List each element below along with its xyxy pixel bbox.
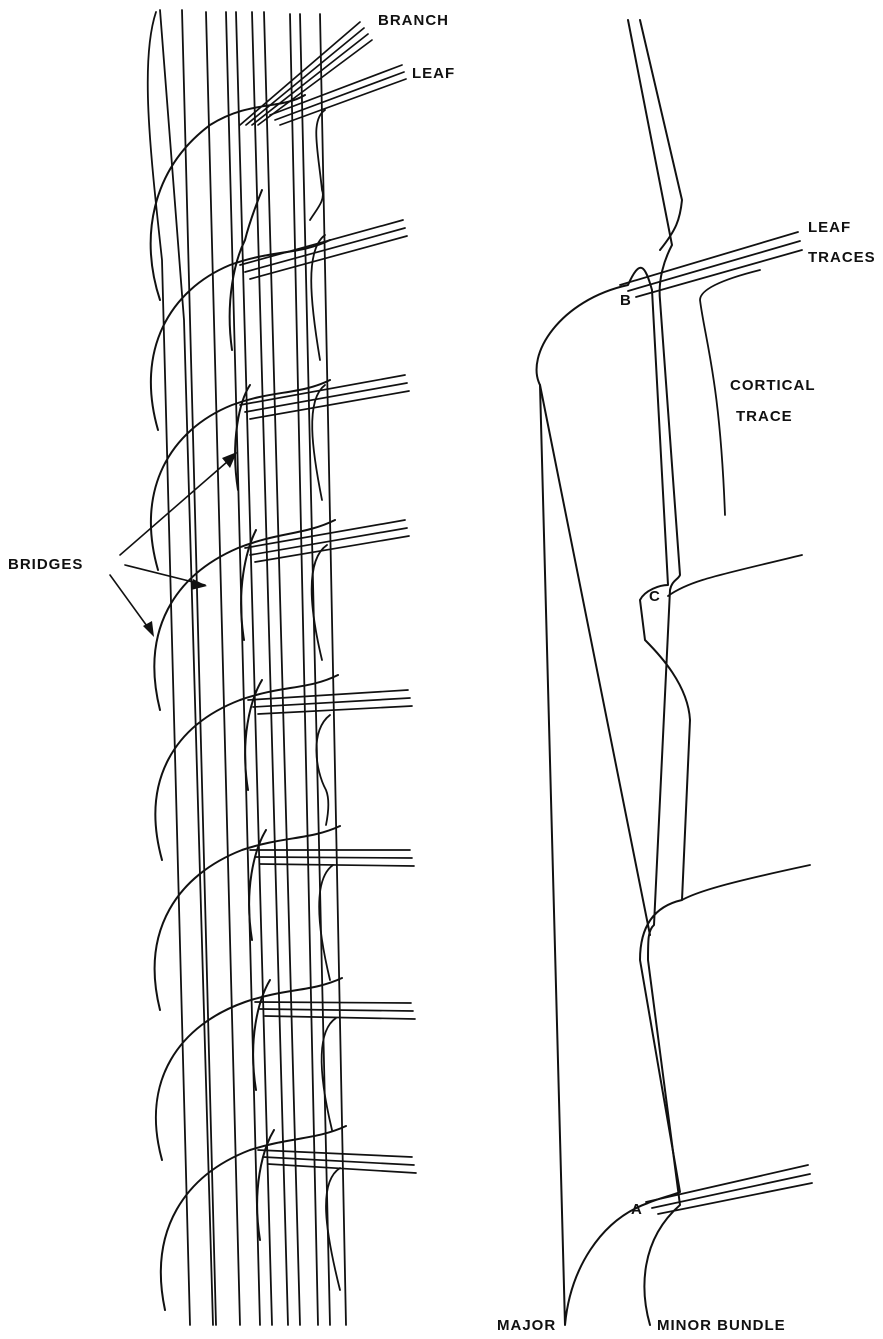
leaf-label: LEAF bbox=[412, 65, 455, 82]
point-a-label: A bbox=[631, 1201, 643, 1218]
minor-bundle-upper bbox=[640, 20, 682, 250]
minor-bundle-label: MINOR BUNDLE bbox=[657, 1317, 786, 1334]
bridges-arrow-line bbox=[110, 575, 152, 633]
vascular-bundles bbox=[148, 10, 346, 1325]
leaf-trace-line bbox=[628, 241, 800, 291]
branch-label: BRANCH bbox=[378, 12, 449, 29]
bundle-strands bbox=[537, 20, 690, 1325]
trace-label: TRACE bbox=[736, 408, 793, 425]
right-diagram: LEAF TRACES CORTICAL TRACE A B C MAJOR M… bbox=[497, 20, 876, 1334]
point-b-label: B bbox=[620, 292, 632, 309]
traces-label: TRACES bbox=[808, 249, 876, 266]
point-c-label: C bbox=[649, 588, 661, 605]
major-bundle bbox=[537, 268, 690, 1325]
branch-trace-line bbox=[252, 34, 368, 125]
cortical-label: CORTICAL bbox=[730, 377, 816, 394]
bridges-label: BRIDGES bbox=[8, 556, 83, 573]
cortical-trace bbox=[311, 235, 325, 360]
branch-trace-line bbox=[246, 28, 364, 125]
leaf-trace-line bbox=[280, 79, 406, 125]
major-label: MAJOR bbox=[497, 1317, 556, 1334]
leaf-trace-4 bbox=[245, 520, 409, 562]
major-bundle-left bbox=[540, 385, 650, 935]
leaf-label-right: LEAF bbox=[808, 219, 851, 236]
bridges-arrows bbox=[110, 455, 235, 633]
bridges-arrow-line bbox=[120, 455, 235, 555]
leaf-trace-lower bbox=[682, 865, 810, 900]
leaf-trace-c bbox=[668, 555, 802, 596]
cortical-trace bbox=[312, 385, 325, 500]
leaf-trace-line bbox=[646, 1165, 808, 1202]
leaf-trace-5 bbox=[248, 690, 412, 714]
left-diagram: BRANCH LEAF BRIDGES bbox=[8, 10, 455, 1325]
leaf-trace-line bbox=[658, 1183, 812, 1214]
leaf-trace-groups bbox=[240, 22, 416, 1173]
